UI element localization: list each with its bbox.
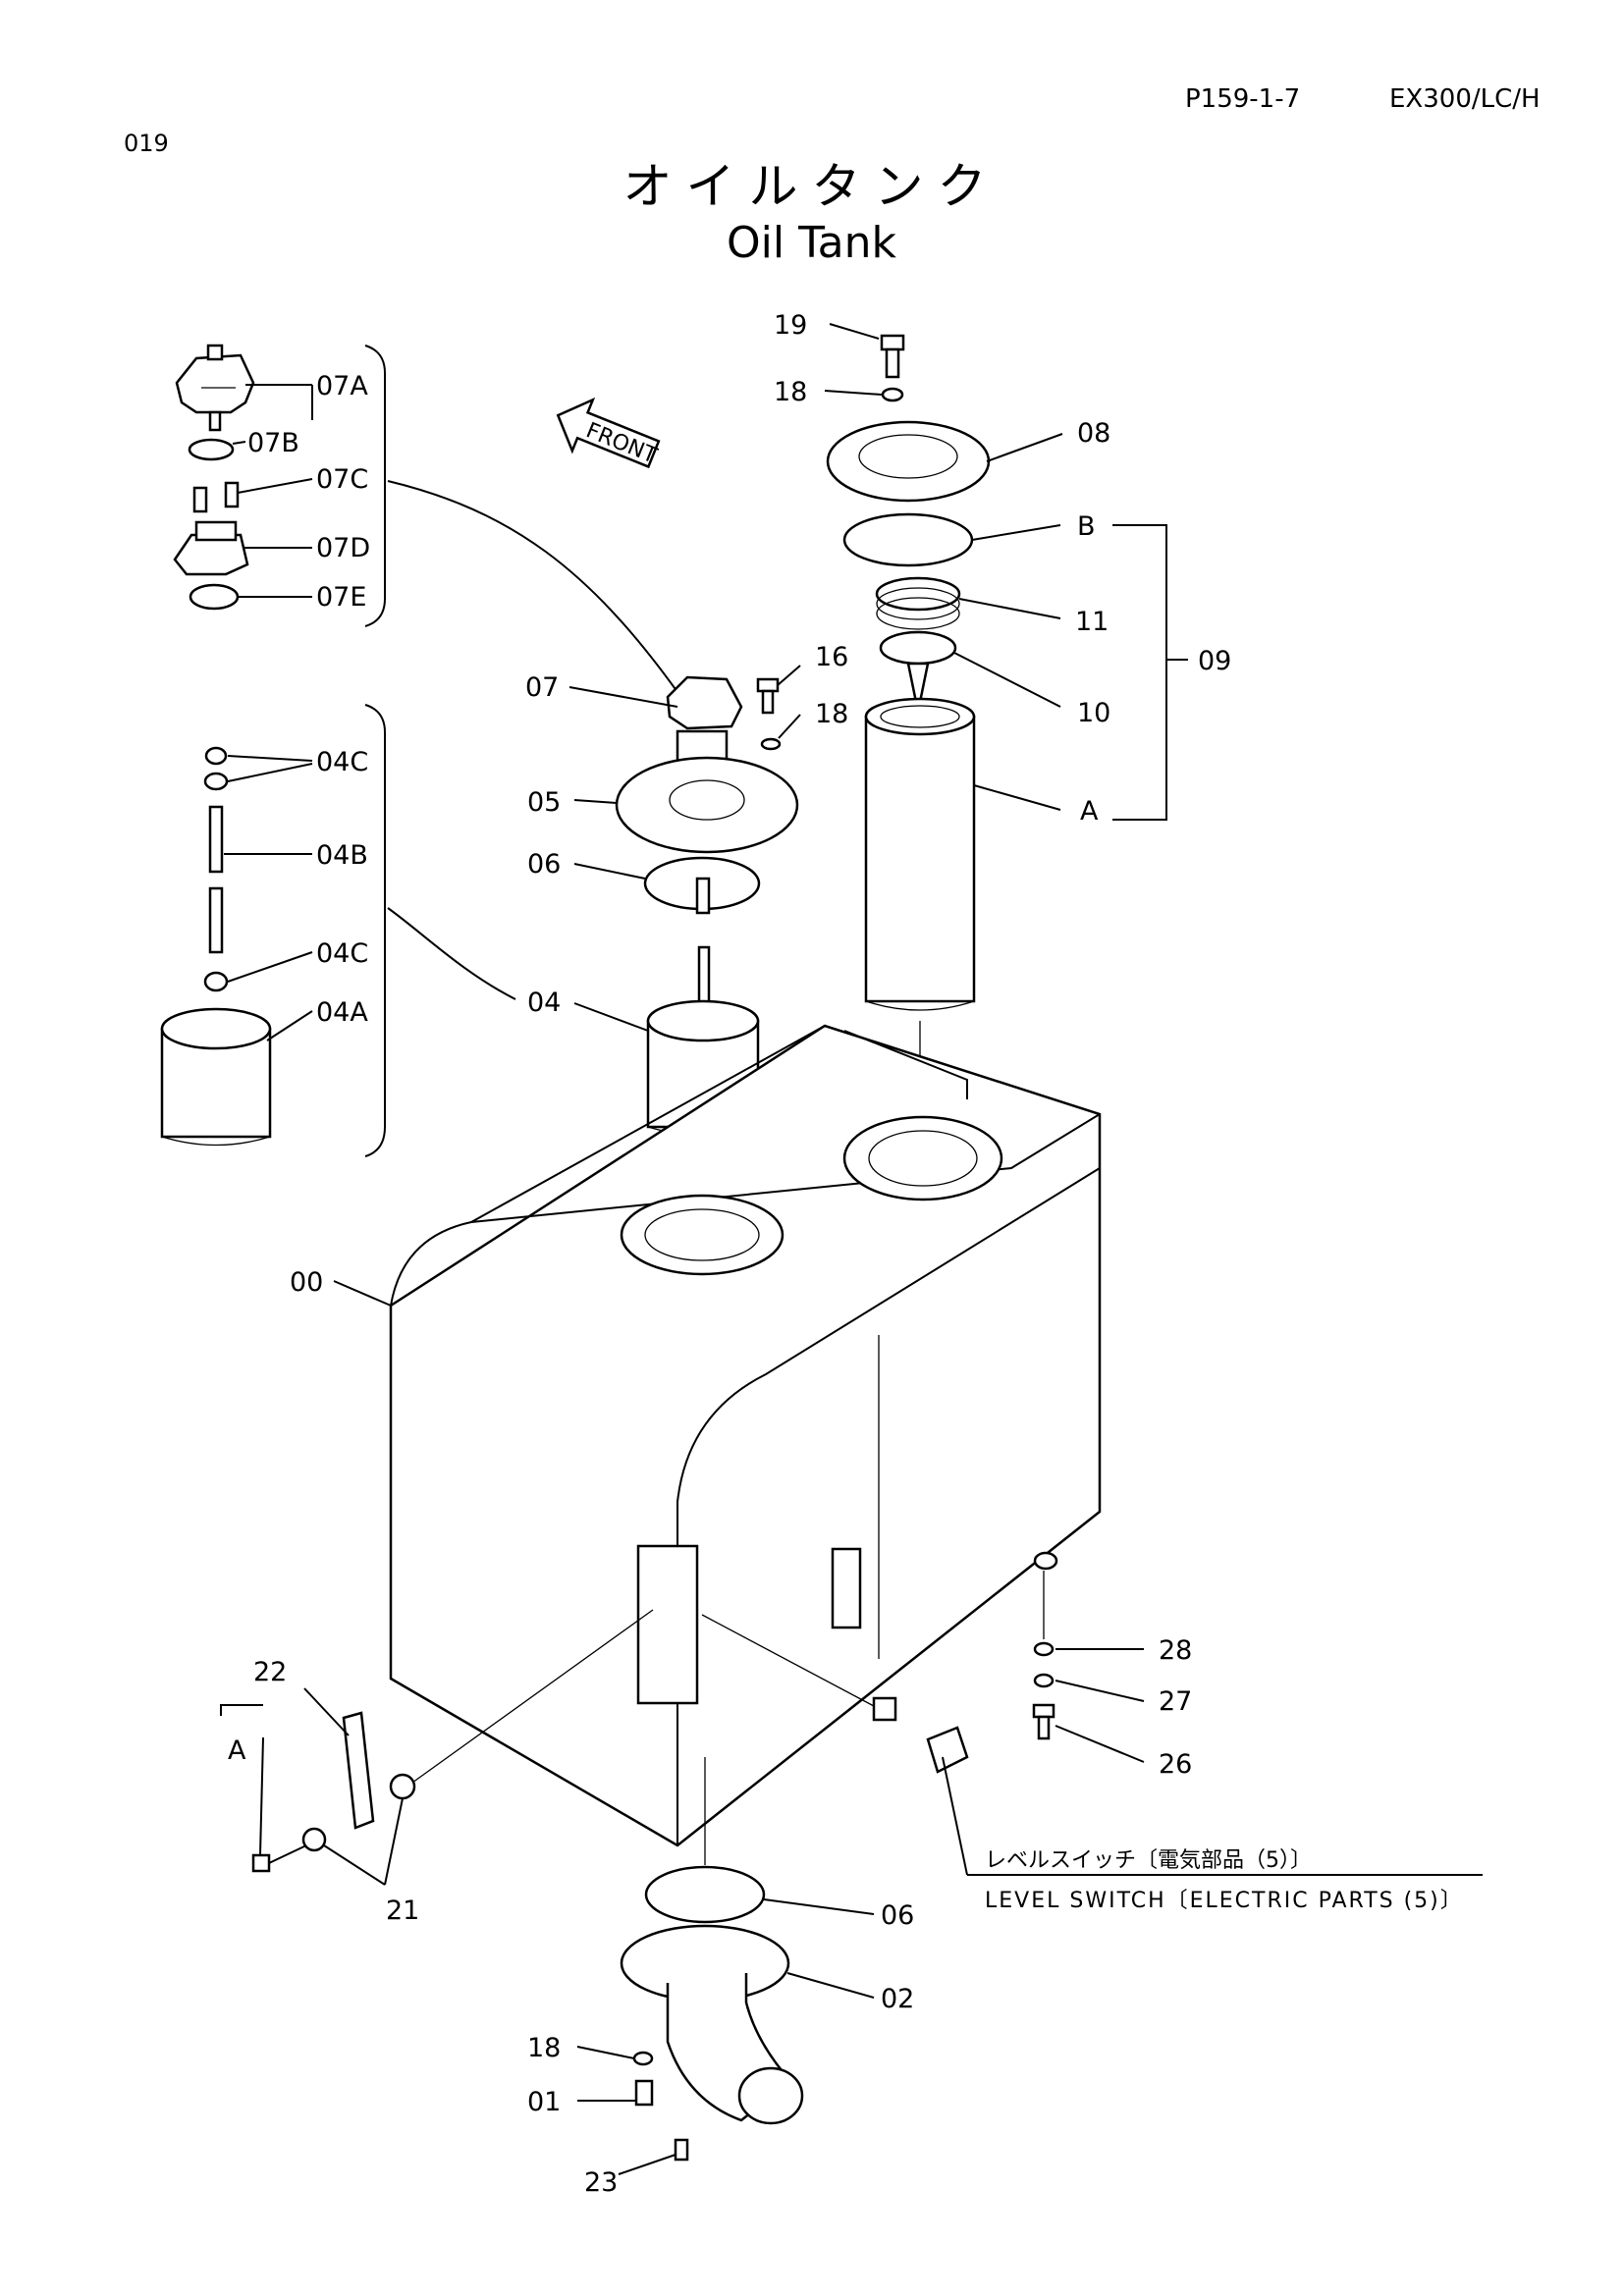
level-switch-english: LEVEL SWITCH〔ELECTRIC PARTS (5)〕 [985, 1889, 1464, 1913]
callout-02: 02 [881, 1984, 914, 2014]
callout-05: 05 [527, 787, 561, 818]
callout-04C-bottom: 04C [316, 938, 368, 969]
callout-23: 23 [584, 2167, 618, 2198]
strainer-04-icon [646, 999, 760, 1137]
nut-04C-top-icon [204, 746, 228, 766]
callout-10: 10 [1077, 698, 1110, 728]
washer-04C-top-icon [203, 772, 229, 791]
oring-07B-icon [188, 438, 235, 461]
washer-27-icon [1033, 1673, 1055, 1688]
callout-04: 04 [527, 988, 561, 1018]
bolt-19-icon [880, 334, 905, 379]
body-07D-icon [173, 520, 249, 576]
cap-07-icon [666, 675, 743, 763]
callout-04A: 04A [316, 997, 368, 1028]
strainer-04A-icon [160, 1007, 272, 1147]
rod-04B-lower-icon [208, 886, 224, 954]
callout-28: 28 [1159, 1635, 1192, 1666]
rod-04B-upper-icon [208, 805, 224, 874]
callout-07E: 07E [316, 582, 366, 613]
callout-A-left: A [228, 1735, 246, 1766]
plug-23-icon [674, 2138, 689, 2162]
callout-B: B [1077, 511, 1096, 542]
bolt-01-icon [634, 2079, 654, 2107]
page-code: P159-1-7 [1185, 84, 1301, 114]
cover-08-icon [826, 420, 991, 503]
elbow-02-icon [620, 1924, 804, 2125]
callout-06-top: 06 [527, 849, 561, 880]
cover-05-icon [615, 756, 799, 854]
callout-16: 16 [815, 642, 848, 672]
callout-06-bottom: 06 [881, 1900, 914, 1931]
oring-06-bottom-icon [644, 1865, 766, 1924]
bracket-07-group [364, 345, 386, 627]
callout-04C-top: 04C [316, 747, 368, 777]
callout-18-top: 18 [774, 377, 807, 407]
title-english: Oil Tank [727, 218, 896, 268]
level-switch-icon [701, 1614, 969, 1774]
callout-04B: 04B [316, 840, 368, 871]
callout-09: 09 [1198, 646, 1231, 676]
bracket-04-group [364, 704, 386, 1157]
callout-08: 08 [1077, 418, 1110, 449]
level-switch-japanese: レベルスイッチ〔電気部品（5）〕 [985, 1848, 1312, 1873]
oring-B-icon [842, 512, 974, 567]
callout-18-bottom: 18 [527, 2033, 561, 2063]
callout-07A: 07A [316, 371, 368, 401]
tank-00-icon [389, 1024, 1102, 1847]
bracket-A-left [220, 1704, 263, 1716]
bracket-22-icon [342, 1711, 375, 1830]
callout-01: 01 [527, 2087, 561, 2117]
callout-19: 19 [774, 310, 807, 341]
washer-21-icon [301, 1773, 416, 1852]
callout-07D: 07D [316, 533, 370, 563]
element-A-icon [864, 697, 976, 1011]
title-japanese: オイルタンク [622, 158, 1001, 215]
bracket-09-group [1112, 524, 1188, 821]
leader-lines [224, 323, 1483, 2175]
washer-28-icon [1033, 1641, 1055, 1657]
callout-00: 00 [290, 1267, 323, 1298]
washer-18-mid-icon [760, 737, 782, 751]
model-number: EX300/LC/H [1389, 84, 1541, 114]
callout-07B: 07B [247, 428, 299, 458]
callout-07: 07 [525, 672, 559, 703]
callout-11: 11 [1075, 607, 1109, 637]
cap-07A-icon [175, 344, 255, 432]
callout-21: 21 [386, 1896, 419, 1926]
front-arrow-icon: FRONT [556, 397, 661, 469]
callout-27: 27 [1159, 1686, 1192, 1717]
washer-18-top-icon [881, 387, 904, 402]
spring-11-icon [875, 576, 961, 630]
link-07-detail [387, 480, 678, 693]
axis-21 [411, 1609, 654, 1784]
washer-18-bottom-icon [632, 2051, 654, 2066]
nut-04C-bottom-icon [203, 971, 229, 992]
bolt-16-icon [756, 677, 780, 715]
gasket-07E-icon [189, 583, 240, 611]
bolt-26-icon [1032, 1703, 1055, 1740]
callout-A-right: A [1080, 796, 1099, 827]
link-04-detail [387, 907, 516, 1000]
callout-22: 22 [253, 1657, 287, 1687]
page-number: 019 [124, 130, 169, 157]
stem-04-icon [695, 877, 711, 915]
screws-07C-icon [192, 481, 240, 513]
callout-07C: 07C [316, 464, 368, 495]
callout-18-mid: 18 [815, 699, 848, 729]
valve-10-icon [879, 630, 957, 713]
callout-26: 26 [1159, 1749, 1192, 1780]
